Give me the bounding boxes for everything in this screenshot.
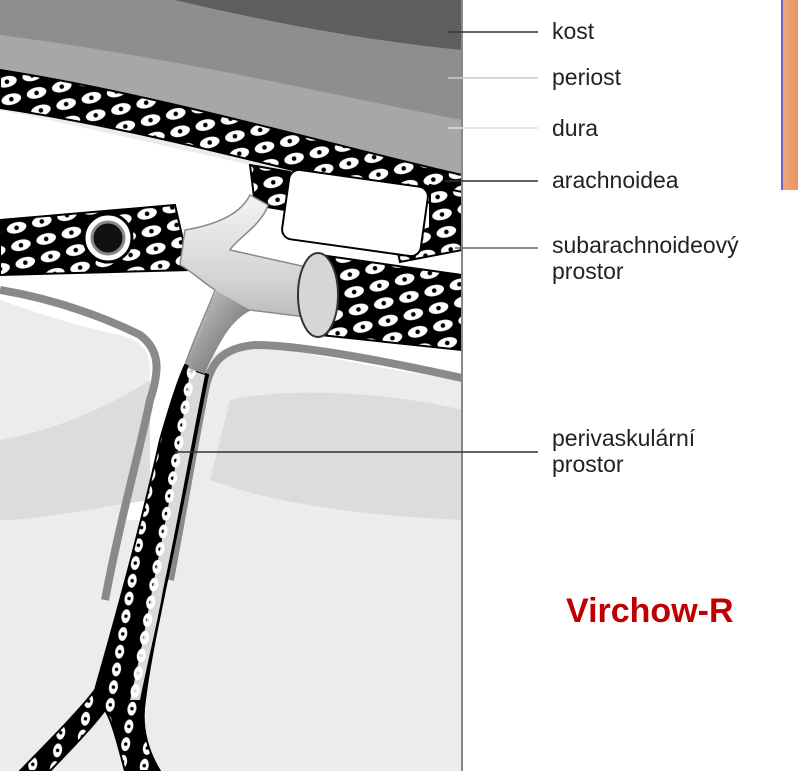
virchow-robin-title: Virchow-R: [566, 592, 734, 631]
label-perivascular-line2: prostor: [552, 452, 624, 477]
left-vessel-inner: [92, 222, 124, 254]
label-subarachnoid-line2: prostor: [552, 259, 624, 284]
label-kost: kost: [552, 19, 594, 44]
label-subarachnoid-line1: subarachnoideový: [552, 233, 739, 258]
label-periost: periost: [552, 65, 621, 90]
right-vessel-lumen: [298, 253, 338, 337]
label-arachnoidea: arachnoidea: [552, 168, 679, 193]
edge-strip: [781, 0, 798, 190]
label-perivascular-line1: perivaskulární: [552, 426, 695, 451]
label-dura: dura: [552, 116, 598, 141]
